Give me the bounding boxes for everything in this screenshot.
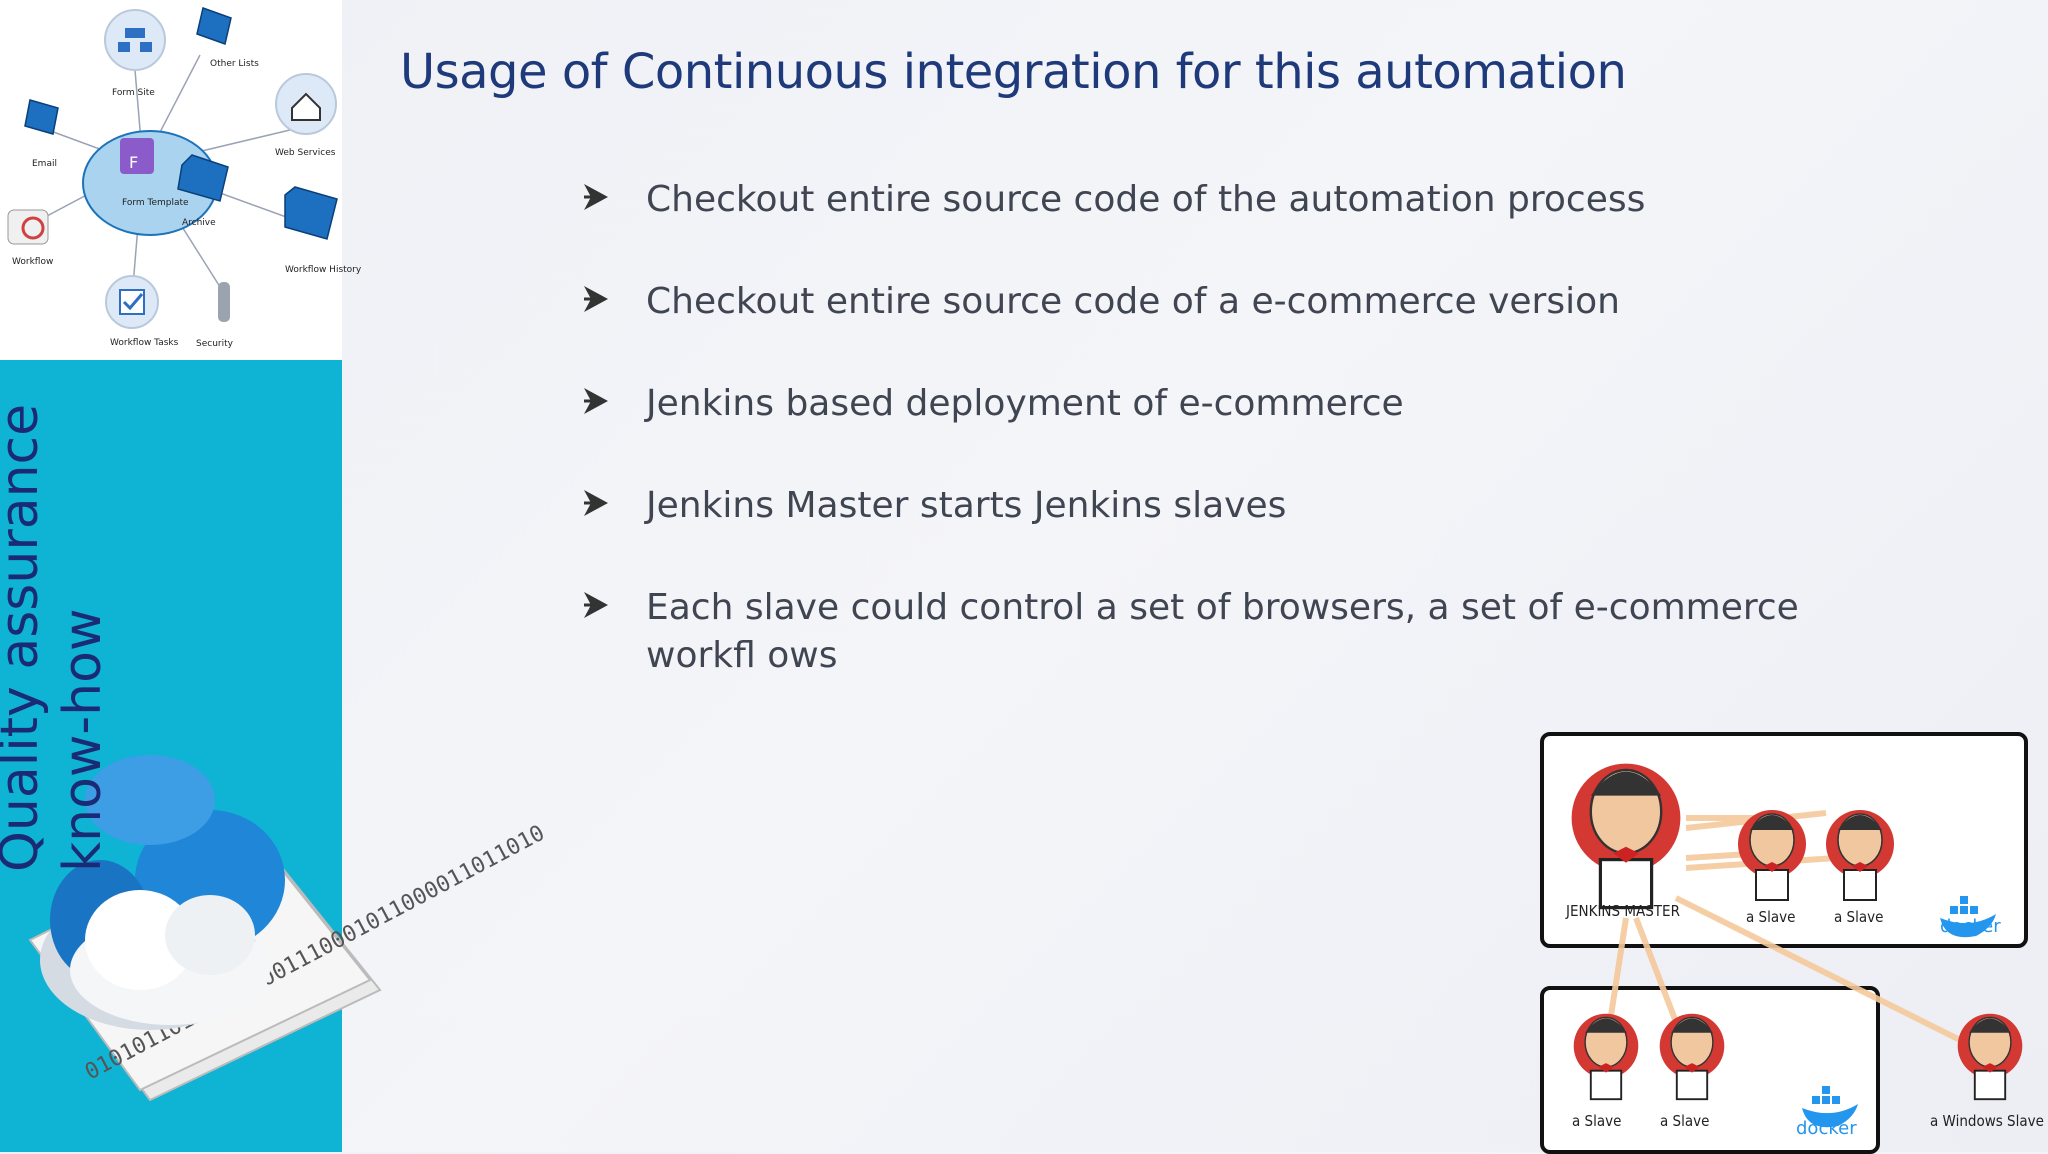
bullet-item: Checkout entire source code of a e-comme… [582, 278, 1902, 326]
windows-slave-label: a Windows Slave [1930, 1112, 2044, 1130]
slave-label: a Slave [1834, 908, 1884, 926]
workflow-icon [7, 209, 49, 245]
docker-whale-icon [1940, 896, 1996, 938]
bullet-item: Jenkins Master starts Jenkins slaves [582, 482, 1902, 530]
docker-label: docker [1796, 1118, 1857, 1139]
jenkins-slave-icon [1825, 809, 1895, 901]
sidebar-title-line1: Quality assurance [0, 403, 50, 872]
svg-text:F: F [129, 153, 138, 172]
jenkins-slave-icon [1572, 1012, 1640, 1101]
email-icon [24, 99, 59, 135]
bullet-text: Each slave could control a set of browse… [646, 587, 1799, 676]
sidebar-title-line2: know-how [53, 608, 113, 872]
svg-text:Email: Email [32, 159, 57, 169]
cloud-icon [40, 755, 285, 1030]
svg-text:Form Site: Form Site [112, 88, 155, 98]
left-panel: F [0, 0, 549, 1152]
jenkins-graphic [1569, 761, 2024, 1128]
cloud-data-illustration: 010101101010101001110001011000011011010 [28, 755, 549, 1102]
bullet-text: Checkout entire source code of the autom… [646, 179, 1646, 220]
arrowhead-bullet-icon [582, 176, 646, 216]
jenkins-master-label: JENKINS MASTER [1566, 902, 1680, 920]
slave-label: a Slave [1660, 1112, 1710, 1130]
forms-diagram-graphic: F [7, 7, 362, 349]
slave-label: a Slave [1746, 908, 1796, 926]
svg-text:Form Template: Form Template [122, 198, 189, 208]
bullet-text: Checkout entire source code of a e-comme… [646, 281, 1620, 322]
forms-diagram: F [0, 0, 362, 360]
svg-text:Workflow History: Workflow History [285, 265, 362, 275]
site-icon [104, 9, 166, 71]
arrowhead-bullet-icon [582, 278, 646, 318]
list-icon [196, 7, 232, 45]
svg-text:Workflow Tasks: Workflow Tasks [110, 338, 179, 348]
svg-text:Workflow: Workflow [12, 257, 53, 267]
security-icon [218, 282, 230, 322]
home-icon [275, 73, 337, 135]
tasks-icon [105, 275, 159, 329]
teal-band: 010101101010101001110001011000011011010 [0, 360, 549, 1152]
svg-text:Web Services: Web Services [275, 148, 336, 158]
arrowhead-bullet-icon [582, 584, 646, 624]
bullet-item: Checkout entire source code of the autom… [582, 176, 1902, 224]
slide-title: Usage of Continuous integration for this… [400, 44, 1627, 100]
svg-text:Security: Security [196, 339, 234, 349]
folder-icon [177, 154, 229, 202]
slave-label: a Slave [1572, 1112, 1622, 1130]
history-folder-icon [284, 186, 338, 240]
jenkins-diagram: JENKINS MASTER a Slave a Slave docker a … [1536, 728, 2048, 1154]
bullet-item: Jenkins based deployment of e-commerce [582, 380, 1902, 428]
jenkins-windows-slave-icon [1956, 1012, 2024, 1101]
bullet-item: Each slave could control a set of browse… [582, 584, 1902, 680]
bullet-text: Jenkins Master starts Jenkins slaves [646, 485, 1287, 526]
svg-text:Archive: Archive [182, 218, 216, 228]
arrowhead-bullet-icon [582, 482, 646, 522]
docker-label: docker [1940, 916, 2001, 937]
bullet-text: Jenkins based deployment of e-commerce [646, 383, 1404, 424]
jenkins-slave-icon [1737, 809, 1807, 901]
bullet-list: Checkout entire source code of the autom… [582, 176, 1902, 734]
svg-text:Other Lists: Other Lists [210, 59, 259, 69]
docker-whale-icon [1802, 1086, 1858, 1128]
arrowhead-bullet-icon [582, 380, 646, 420]
jenkins-master-icon [1569, 761, 1683, 910]
jenkins-slave-icon [1658, 1012, 1726, 1101]
